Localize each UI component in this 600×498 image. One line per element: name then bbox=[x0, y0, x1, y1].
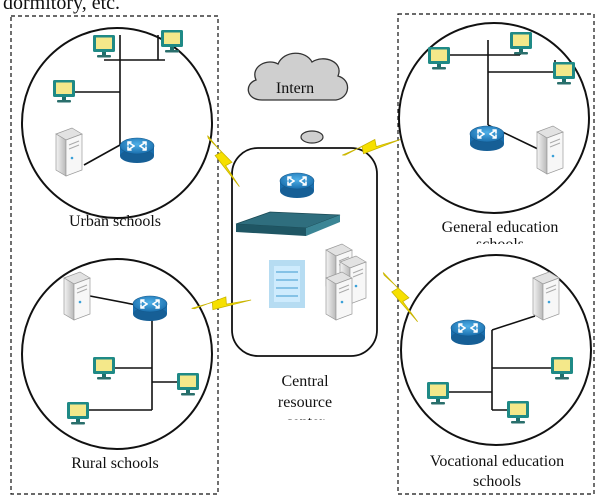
server-icon bbox=[325, 271, 353, 321]
vocational-education-label-line2: schools bbox=[473, 473, 521, 490]
server-icon bbox=[55, 127, 83, 177]
rural-schools-network bbox=[21, 258, 213, 450]
server-icon bbox=[532, 271, 560, 321]
cloud-label: Intern bbox=[276, 80, 314, 97]
top-text: dormitory, etc. bbox=[3, 0, 120, 14]
central-resource-center bbox=[231, 147, 378, 357]
center-label-line2: resource bbox=[278, 394, 332, 411]
left-group-box bbox=[10, 15, 219, 495]
right-group-box bbox=[397, 13, 595, 495]
cloud-icon bbox=[247, 52, 349, 161]
router-icon bbox=[450, 319, 486, 346]
urban-schools-label: Urban schools bbox=[69, 213, 161, 230]
router-icon bbox=[132, 295, 168, 322]
server-icon bbox=[536, 125, 564, 175]
router-icon bbox=[119, 137, 155, 164]
firewall-icon bbox=[269, 260, 305, 308]
label-mask bbox=[260, 420, 350, 430]
switch-icon bbox=[235, 211, 341, 236]
vocational-education-network bbox=[400, 254, 592, 446]
vocational-education-label-line1: Vocational education bbox=[430, 453, 564, 470]
router-icon bbox=[469, 125, 505, 152]
server-icon bbox=[63, 271, 91, 321]
general-education-label-line1: General education bbox=[442, 219, 559, 236]
general-education-network bbox=[398, 22, 590, 214]
urban-schools-network bbox=[21, 27, 213, 219]
router-icon bbox=[279, 172, 315, 199]
center-label-line1: Central bbox=[281, 373, 329, 390]
rural-schools-label: Rural schools bbox=[71, 455, 159, 472]
label-mask bbox=[400, 244, 592, 254]
